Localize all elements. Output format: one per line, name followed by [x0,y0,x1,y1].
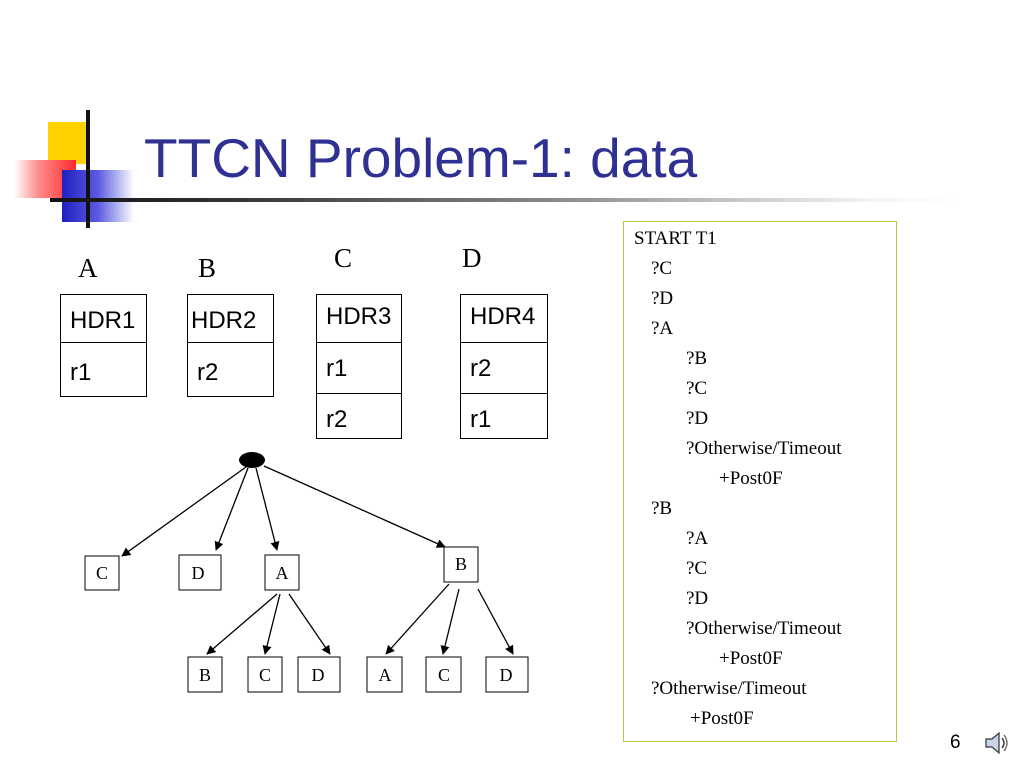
tree-node-b-label: B [455,554,467,574]
code-line: +Post0F [719,648,783,669]
tree-edge-root-b [263,465,446,548]
page-number: 6 [950,732,961,753]
tree-node-a-child-d [297,656,341,693]
record-d-header: HDR4 [470,303,536,330]
tree-edge-root-a [255,467,280,551]
tree-node-a-child-b [187,656,223,693]
tree-node-c-label: C [96,563,108,583]
slide-title: TTCN Problem-1: data [144,127,698,189]
record-c: HDR3 r1 r2 [316,294,402,439]
tree-node-a-label: A [276,563,289,583]
record-c-field-1: r1 [326,355,348,382]
record-b-divider [188,342,273,343]
record-d: HDR4 r2 r1 [460,294,548,439]
tree-node-d-label: D [192,563,205,583]
code-line: +Post0F [690,708,754,729]
tree-node-a-child-b-label: B [199,665,211,685]
code-line: ?D [651,288,674,309]
tree-edge-a-b [206,593,278,655]
ttcn-code-box: START T1 ?C ?D ?A ?B ?C ?D ?Otherwise/Ti… [623,221,897,742]
tree-node-b-child-c-label: C [438,665,450,685]
tree-root-node [239,452,265,468]
tree-edge-root-c [121,466,247,557]
record-b-header: HDR2 [191,307,257,334]
tree-node-d [178,554,222,591]
tree-node-c [84,555,120,591]
record-a: HDR1 r1 [60,294,147,397]
tree-edge-root-d [214,467,249,551]
code-line: ?C [651,258,673,279]
code-line: ?A [686,528,709,549]
tree-node-b-child-d [485,656,529,693]
tree-edge-b-c [440,588,460,655]
code-line: ?Otherwise/Timeout [686,618,842,639]
tree-node-a-child-c-label: C [259,665,271,685]
tree-node-b-child-d-label: D [500,665,513,685]
tree-node-b-child-a-label: A [379,665,392,685]
record-c-divider-1 [317,342,401,343]
code-line: ?D [686,408,709,429]
code-line: ?Otherwise/Timeout [686,438,842,459]
tree-edge-b-d [477,588,514,655]
record-c-header: HDR3 [326,303,392,330]
title-underline [50,198,960,202]
record-c-field-2: r2 [326,406,348,433]
tree-edge-a-d [288,593,331,655]
code-line: ?C [686,378,708,399]
record-a-field: r1 [70,359,92,386]
record-label-d: D [462,243,482,273]
tree-node-b [443,546,479,583]
tree-node-a-child-d-label: D [312,665,325,685]
tree-edge-b-a [385,583,450,655]
record-b-field: r2 [197,359,219,386]
tree-node-b-child-c [425,656,462,693]
tree-node-a-child-c [247,656,283,693]
record-label-b: B [198,253,217,283]
record-b: HDR2 r2 [187,294,274,397]
code-line: ?D [686,588,709,609]
code-line: START T1 [634,228,717,249]
speaker-icon[interactable] [982,728,1012,758]
logo-yellow-square [48,122,90,164]
code-line: ?B [651,498,673,519]
record-label-c: C [334,243,353,273]
record-d-divider-1 [461,342,547,343]
code-line: ?B [686,348,708,369]
tree-node-b-child-a [366,656,403,693]
tree-node-a [264,554,300,591]
logo-vertical-line [86,110,90,228]
code-line: +Post0F [719,468,783,489]
record-d-field-1: r2 [470,355,492,382]
code-line: ?Otherwise/Timeout [651,678,807,699]
code-line: ?C [686,558,708,579]
logo-blue-square [62,170,134,222]
record-a-header: HDR1 [70,307,136,334]
code-line: ?A [651,318,674,339]
record-a-divider [61,342,146,343]
record-d-field-2: r1 [470,406,492,433]
record-label-a: A [78,253,98,283]
record-c-divider-2 [317,393,401,394]
record-d-divider-2 [461,393,547,394]
tree-edge-a-c [262,593,281,655]
